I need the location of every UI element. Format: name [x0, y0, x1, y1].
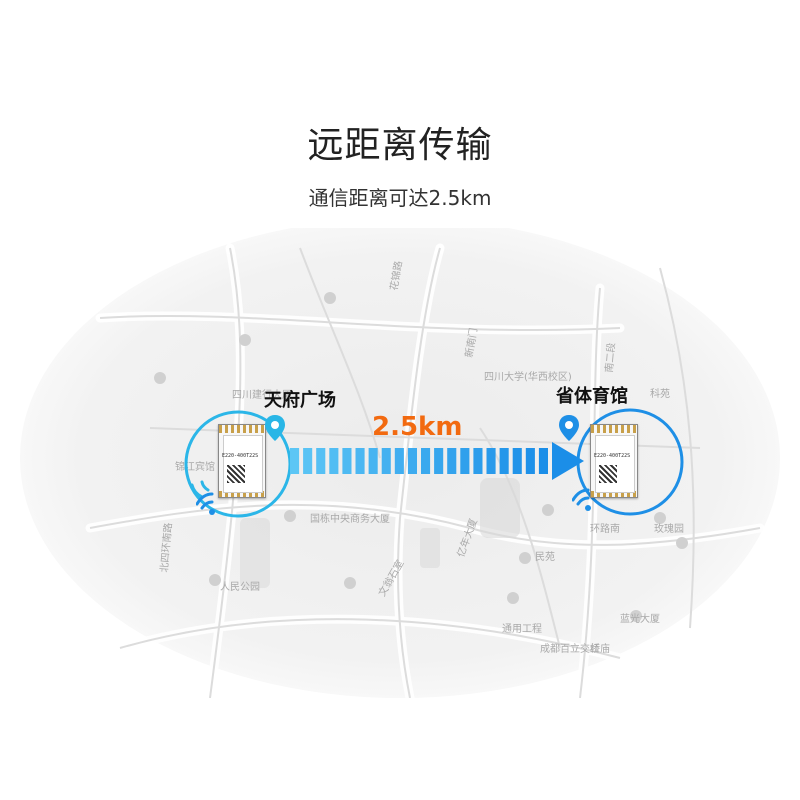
left-location-pin-icon — [265, 415, 285, 441]
arrow-stripe — [290, 448, 300, 474]
arrow-stripe — [316, 448, 326, 474]
map-label: 蓝光大厦 — [620, 614, 660, 625]
left-module-chip: E220-400T22S — [218, 424, 266, 498]
arrow-stripe — [434, 448, 444, 474]
right-location-pin-icon — [559, 415, 579, 441]
module-label: E220-400T22S — [594, 453, 631, 459]
map-label: 玫瑰园 — [654, 524, 684, 535]
right-module-chip: E220-400T22S — [590, 424, 638, 498]
distance-label: 2.5km — [372, 412, 463, 442]
page-subtitle: 通信距离可达2.5km — [308, 186, 492, 210]
map-label: 人民公园 — [220, 582, 260, 593]
arrow-stripe — [342, 448, 352, 474]
arrow-stripe — [329, 448, 339, 474]
arrow-stripe — [368, 448, 378, 474]
map-label: 锦江宾馆 — [175, 462, 215, 473]
map-label: 科苑 — [650, 389, 670, 400]
distance-arrow — [290, 442, 584, 480]
map-label: 南二段 — [604, 342, 618, 374]
map-label: 国栋中央商务大厦 — [310, 514, 390, 525]
right-place-label: 省体育馆 — [556, 386, 628, 407]
left-wifi-icon — [196, 492, 215, 515]
arrow-stripe — [394, 448, 404, 474]
arrow-stripe — [499, 448, 509, 474]
map-label: 通用工程 — [502, 624, 542, 635]
arrow-stripe — [486, 448, 496, 474]
arrow-stripe — [407, 448, 417, 474]
left-place-label: 天府广场 — [264, 390, 336, 411]
qr-code-icon — [599, 465, 617, 483]
arrow-stripe — [512, 448, 522, 474]
arrow-stripe — [421, 448, 431, 474]
map-label: 民苑 — [535, 552, 555, 563]
map-label: 红庙 — [590, 644, 610, 655]
map-label: 四川大学(华西校区) — [484, 372, 572, 383]
arrow-stripe — [538, 448, 548, 474]
map-label: 环路南 — [590, 524, 620, 535]
module-label: E220-400T22S — [222, 453, 259, 459]
map-label: 四川建行大厦 — [232, 390, 292, 401]
arrow-stripe — [355, 448, 365, 474]
arrow-stripe — [525, 448, 535, 474]
right-wifi-icon — [572, 488, 591, 511]
arrow-stripe — [381, 448, 391, 474]
page-title: 远距离传输 — [307, 125, 493, 166]
arrow-stripe — [303, 448, 313, 474]
map-label: 成都百立交桥 — [540, 644, 600, 655]
arrow-stripe — [473, 448, 483, 474]
arrow-stripe — [460, 448, 470, 474]
arrow-stripe — [447, 448, 457, 474]
qr-code-icon — [227, 465, 245, 483]
